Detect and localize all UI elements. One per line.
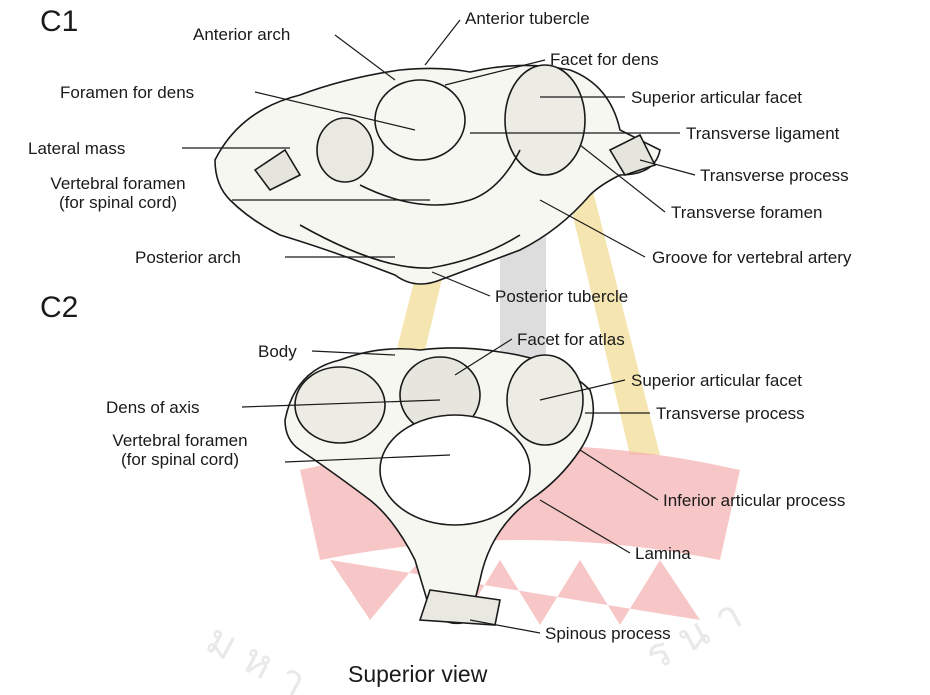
label-lamina: Lamina <box>635 544 691 563</box>
label-dens-of-axis: Dens of axis <box>106 398 200 417</box>
c2-title: C2 <box>40 292 78 324</box>
label-transverse-ligament: Transverse ligament <box>686 124 839 143</box>
label-transverse-process-c2: Transverse process <box>656 404 805 423</box>
label-vertebral-foramen-c2-line2: (for spinal cord) <box>75 450 285 469</box>
svg-text:ม ห า: ม ห า <box>198 614 314 695</box>
label-vertebral-foramen-c2-line1: Vertebral foramen <box>75 431 285 450</box>
label-superior-articular-facet-c2: Superior articular facet <box>631 371 802 390</box>
label-vertebral-foramen-c1: Vertebral foramen (for spinal cord) <box>10 174 226 212</box>
label-facet-for-dens: Facet for dens <box>550 50 659 69</box>
label-body: Body <box>258 342 297 361</box>
label-groove-vertebral-artery: Groove for vertebral artery <box>652 248 851 267</box>
label-transverse-foramen: Transverse foramen <box>671 203 822 222</box>
label-foramen-for-dens: Foramen for dens <box>60 83 194 102</box>
label-posterior-tubercle: Posterior tubercle <box>495 287 628 306</box>
label-vertebral-foramen-c1-line1: Vertebral foramen <box>10 174 226 193</box>
label-spinous-process: Spinous process <box>545 624 671 643</box>
label-superior-articular-facet-c1: Superior articular facet <box>631 88 802 107</box>
label-facet-for-atlas: Facet for atlas <box>517 330 625 349</box>
label-vertebral-foramen-c2: Vertebral foramen (for spinal cord) <box>75 431 285 469</box>
label-inferior-articular-process: Inferior articular process <box>663 491 845 510</box>
label-vertebral-foramen-c1-line2: (for spinal cord) <box>10 193 226 212</box>
label-anterior-tubercle: Anterior tubercle <box>465 9 590 28</box>
label-anterior-arch: Anterior arch <box>193 25 290 44</box>
label-posterior-arch: Posterior arch <box>135 248 241 267</box>
label-transverse-process-c1: Transverse process <box>700 166 849 185</box>
caption-superior-view: Superior view <box>348 662 487 687</box>
c1-title: C1 <box>40 6 78 38</box>
label-lateral-mass: Lateral mass <box>28 139 125 158</box>
